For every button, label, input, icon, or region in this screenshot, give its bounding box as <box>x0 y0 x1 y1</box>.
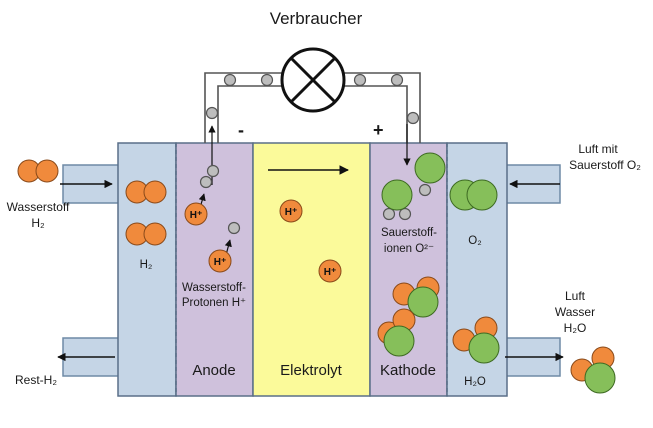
h2o-chamber-label: H₂O <box>464 376 486 388</box>
h2-chamber-label: H₂ <box>140 259 153 271</box>
protons-label-1: Wasserstoff- <box>182 282 246 294</box>
protons-label-2: Protonen H⁺ <box>182 297 246 309</box>
cathode-label: Kathode <box>380 362 436 379</box>
oxygen-molecules <box>381 152 498 211</box>
outlet-label-2: Wasser <box>555 305 595 319</box>
rest-h2-label: Rest-H₂ <box>15 373 57 387</box>
proton-ion-2: H⁺ <box>208 249 232 273</box>
svg-text:H⁺: H⁺ <box>324 267 337 278</box>
hydrogen-in-label-2: H₂ <box>31 216 45 230</box>
hydrogen-molecules <box>17 159 167 246</box>
air-in-label-1: Luft mit <box>578 142 618 156</box>
oxygen-ions-label-2: ionen O²⁻ <box>384 243 434 255</box>
svg-text:H⁺: H⁺ <box>214 257 227 268</box>
anode-gas-chamber <box>117 142 177 397</box>
oxygen-ions-label-1: Sauerstoff- <box>381 227 437 239</box>
outlet-label-3: H₂O <box>564 321 587 335</box>
svg-text:H⁺: H⁺ <box>190 210 203 221</box>
consumer-title: Verbraucher <box>270 9 363 28</box>
svg-text:H⁺: H⁺ <box>285 207 298 218</box>
plus-sign: + <box>373 120 384 140</box>
o2-chamber-label: O₂ <box>468 235 481 247</box>
electrolyte-layer <box>252 142 371 397</box>
consumer-lamp-icon <box>280 47 346 113</box>
proton-ion-4: H⁺ <box>318 259 342 283</box>
electrolyte-label: Elektrolyt <box>280 362 343 379</box>
electrode-electrons <box>199 164 432 235</box>
outlet-label-1: Luft <box>565 289 586 303</box>
proton-ion-1: H⁺ <box>184 202 208 226</box>
air-in-label-2: Sauerstoff O₂ <box>569 158 641 172</box>
hydrogen-in-label-1: Wasserstoff <box>7 200 70 214</box>
proton-ion-3: H⁺ <box>279 199 303 223</box>
anode-label: Anode <box>192 362 235 379</box>
water-molecules <box>377 276 616 394</box>
minus-sign: - <box>238 120 244 140</box>
wire-electrons <box>205 73 420 125</box>
